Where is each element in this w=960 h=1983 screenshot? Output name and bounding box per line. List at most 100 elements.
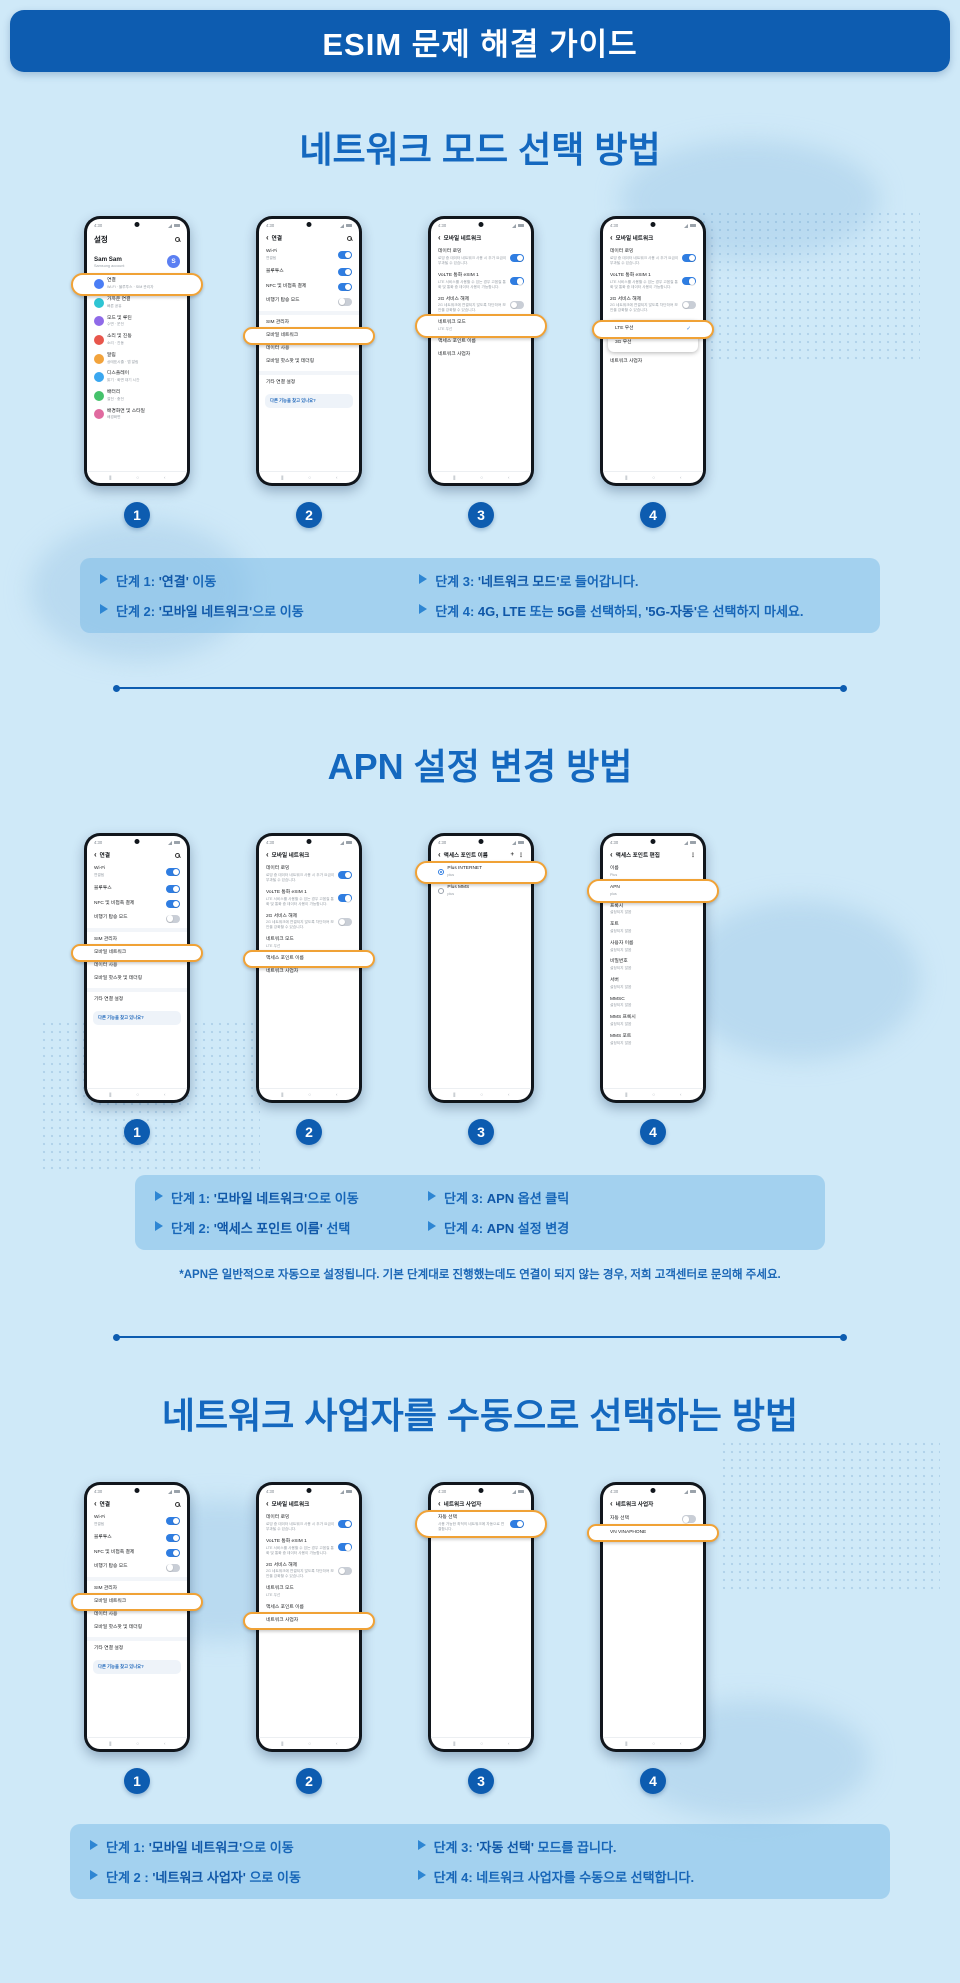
settings-row: NFC 및 비접촉 결제	[87, 1545, 187, 1560]
row-label: 비행기 탑승 모드	[94, 915, 128, 921]
step-text-segment: 네트워크 사업자를 수동으로 선택합니다.	[476, 1870, 695, 1885]
row-texts: 네트워크 사업자	[266, 1618, 352, 1624]
home-nav-icon: ○	[136, 1741, 139, 1746]
row-label: 모바일 네트워크	[266, 333, 299, 339]
status-bar: 4:30	[259, 836, 359, 846]
toggle-switch	[682, 253, 696, 262]
row-sub: 밝기 · 화면 대기 시간	[107, 378, 140, 383]
row-label: 블루투스	[266, 268, 284, 274]
step-text-segment: 또는	[526, 604, 558, 619]
step-item: 단계 2: '모바일 네트워크'으로 이동	[100, 601, 419, 620]
step-text-segment: 를 선택하되,	[574, 604, 646, 619]
step-arrow-icon	[155, 1190, 163, 1201]
row-label: 기타 연결 설정	[266, 380, 296, 386]
toggle-switch	[338, 267, 352, 276]
header-icons	[347, 235, 352, 241]
highlighted-row: 액세스 포인트 이름	[243, 949, 375, 968]
row-sub: 로밍 중 데이터 네트워크 사용 시 추가 요금이 부과될 수 있습니다.	[266, 1522, 335, 1532]
settings-row: SIM 관리자	[87, 934, 187, 947]
status-time: 4:30	[94, 1489, 103, 1494]
highlighted-row: 네트워크 사업자	[243, 1611, 375, 1630]
toggle-switch	[166, 1517, 180, 1526]
row-texts: 모바일 네트워크	[94, 1599, 180, 1605]
step-text-segment: '연결'	[158, 574, 189, 589]
row-texts: 비행기 탑승 모드	[94, 915, 163, 921]
row-label: 이름	[610, 866, 619, 872]
step-text-segment: '모바일 네트워크'	[158, 604, 253, 619]
row-label: 소리 및 진동	[107, 334, 132, 340]
row-label: 네트워크 사업자	[610, 358, 643, 364]
back-icon: ‹	[94, 850, 97, 859]
row-sub: 설정되지 않음	[610, 1003, 632, 1008]
battery-icon	[346, 1490, 352, 1493]
settings-row: 데이터 사용	[259, 343, 359, 356]
settings-row: 기타 연결 설정	[87, 994, 187, 1007]
settings-item-icon	[94, 297, 104, 308]
step-number-badge: 2	[296, 1119, 322, 1145]
row-label: 배경화면 및 스타일	[107, 408, 145, 414]
row-sub: LTE 우선	[266, 1592, 281, 1597]
row-texts: 네트워크 사업자	[438, 352, 524, 358]
header-icons	[175, 852, 180, 858]
row-texts: SIM 관리자	[94, 937, 180, 943]
signal-icon	[684, 1489, 688, 1494]
row-label: NFC 및 비접촉 결제	[94, 900, 135, 906]
section-divider	[113, 684, 847, 692]
screen-title: 연결	[99, 1502, 110, 1508]
screen-title: 설정	[94, 235, 108, 244]
screen-title: 연결	[99, 853, 110, 859]
home-nav-icon: ○	[136, 1092, 139, 1097]
highlighted-row: 모바일 네트워크	[71, 944, 203, 963]
status-bar: 4:30	[431, 1485, 531, 1495]
step-item: 단계 2 : '네트워크 사업자' 으로 이동	[90, 1867, 418, 1886]
row-sub: 2G 네트워크에 연결되지 않도록 차단하여 보안을 강화할 수 있습니다.	[266, 920, 334, 930]
toggle-switch	[166, 868, 180, 877]
status-time: 4:30	[610, 223, 619, 228]
steps-column: 단계 3: '네트워크 모드'로 들어갑니다.단계 4: 4G, LTE 또는 …	[419, 571, 860, 620]
more-icon: ⋮	[518, 852, 524, 859]
status-bar: 4:30	[87, 219, 187, 229]
row-label: 디스플레이	[107, 371, 130, 377]
signal-icon	[168, 223, 172, 228]
step-number-badge: 1	[124, 1119, 150, 1145]
status-bar: 4:30	[603, 219, 703, 229]
row-sub: 연결됨	[94, 873, 105, 878]
row-label: 기타 연결 설정	[94, 1646, 124, 1652]
back-icon: ‹	[266, 233, 269, 242]
row-sub: Wi-Fi · 블루투스 · SIM 관리자	[107, 285, 154, 290]
row-label: 비행기 탑승 모드	[266, 298, 300, 304]
row-texts: SIM 관리자	[94, 1586, 180, 1592]
row-label: 모드 및 루틴	[107, 315, 132, 321]
row-label: MMS 프록시	[610, 1015, 636, 1021]
row-texts: 자동 선택	[610, 1516, 679, 1522]
step-number-badge: 2	[296, 1768, 322, 1794]
toggle-switch	[510, 253, 524, 262]
row-texts: 블루투스	[94, 1535, 163, 1541]
